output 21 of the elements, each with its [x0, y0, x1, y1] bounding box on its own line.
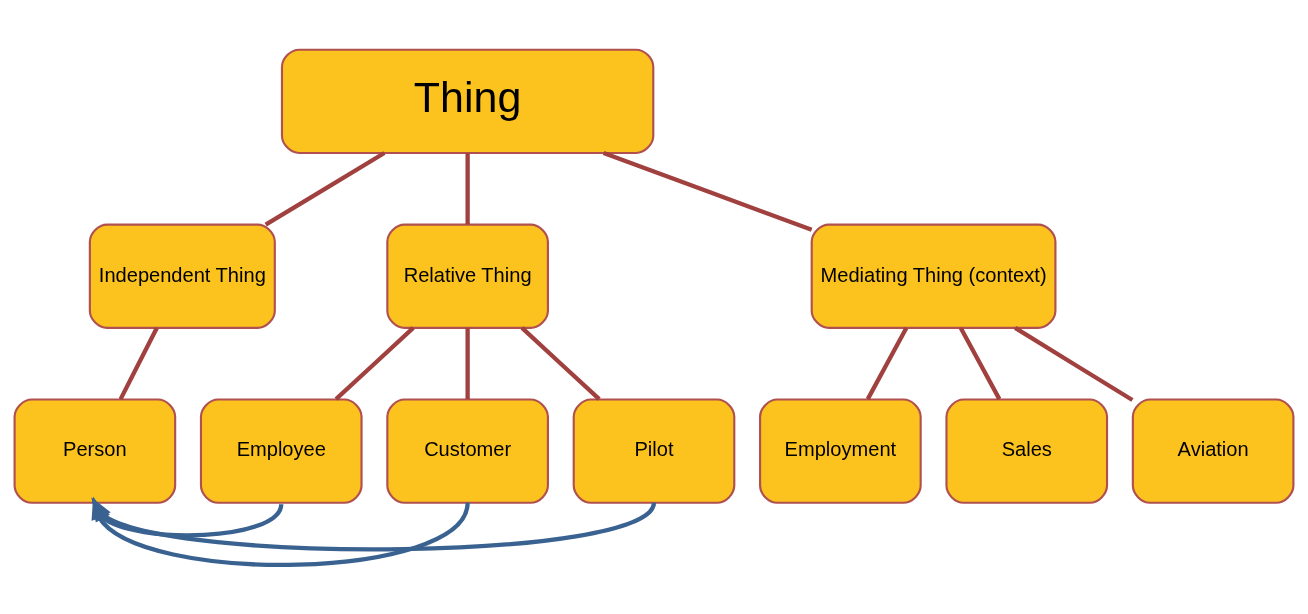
- node-box: Customer: [386, 397, 549, 504]
- connector: [958, 326, 1002, 400]
- node-box: Employee: [199, 397, 363, 504]
- connector: [118, 326, 159, 400]
- node-box: Mediating Thing (context): [810, 223, 1057, 329]
- node-box: Employment: [759, 397, 922, 504]
- connector: [465, 327, 470, 399]
- node-box: Relative Thing: [386, 223, 549, 329]
- connector: [520, 325, 601, 401]
- connector: [602, 150, 813, 232]
- node-box: Pilot: [572, 397, 736, 504]
- connector: [334, 325, 415, 401]
- node-box: Thing: [280, 48, 655, 154]
- connector: [865, 326, 909, 400]
- connector: [1014, 325, 1134, 402]
- node-box: Aviation: [1131, 397, 1295, 504]
- node-box: Sales: [945, 397, 1109, 504]
- connector: [465, 152, 470, 224]
- node-box: Person: [13, 397, 177, 504]
- connector: [264, 150, 386, 226]
- node-box: Independent Thing: [88, 223, 276, 329]
